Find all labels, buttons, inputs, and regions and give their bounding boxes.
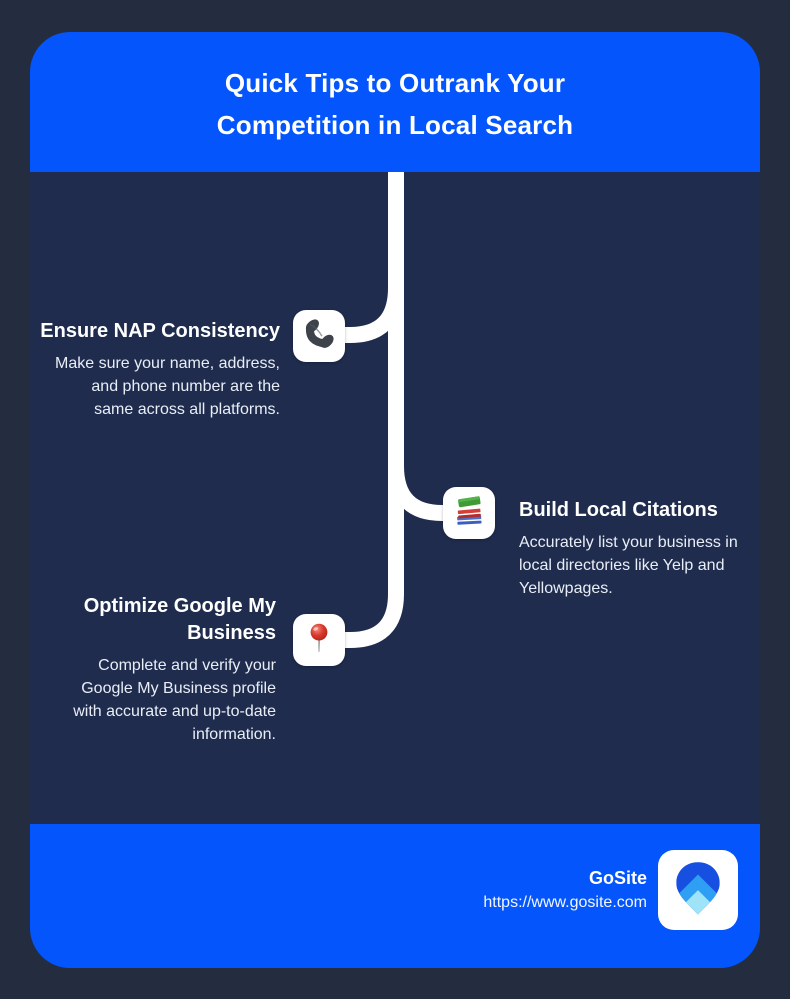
- phone-icon-card: [293, 310, 345, 362]
- round-pushpin-icon: [300, 619, 338, 662]
- gosite-logo-card: [658, 850, 738, 930]
- tip-description: Make sure your name, address, and phone …: [40, 352, 280, 421]
- tip-desc-line: Complete and verify your: [98, 657, 276, 674]
- page-title-line-2: Competition in Local Search: [216, 110, 574, 140]
- flow-trunk-line: [330, 172, 404, 648]
- tip-desc-line: Make sure your name, address,: [55, 355, 280, 372]
- tip-desc-line: same across all platforms.: [94, 401, 280, 418]
- tip-desc-line: Yellowpages.: [519, 580, 613, 597]
- brand-name: GoSite: [588, 868, 647, 888]
- header-banner: Quick Tips to Outrank Your Competition i…: [30, 32, 760, 172]
- tip-description: Accurately list your business in local d…: [519, 531, 738, 600]
- footer-text-block: GoSite https://www.gosite.com: [483, 866, 647, 914]
- gosite-logo-icon: [669, 859, 727, 922]
- tip-desc-line: with accurate and up-to-date: [73, 703, 276, 720]
- page-title-line-1: Quick Tips to Outrank Your: [224, 68, 566, 98]
- infographic-card: Quick Tips to Outrank Your Competition i…: [30, 32, 760, 968]
- tip-description: Complete and verify your Google My Busin…: [73, 654, 276, 746]
- books-stack-icon: [450, 492, 488, 535]
- tip-title: Ensure NAP Consistency: [40, 320, 280, 342]
- footer-banner: GoSite https://www.gosite.com: [30, 824, 760, 968]
- tip-desc-line: Google My Business profile: [81, 680, 276, 697]
- tip-google-my-business: Optimize Google My Business Complete and…: [73, 593, 276, 746]
- brand-url-link[interactable]: https://www.gosite.com: [483, 894, 647, 911]
- tip-title: Build Local Citations: [519, 499, 718, 521]
- pushpin-icon-card: [293, 614, 345, 666]
- tip-desc-line: local directories like Yelp and: [519, 557, 725, 574]
- phone-receiver-icon: [300, 315, 338, 358]
- tip-local-citations: Build Local Citations Accurately list yo…: [519, 497, 738, 600]
- tip-desc-line: information.: [192, 726, 276, 743]
- tip-title-line-2: Business: [187, 622, 276, 644]
- tip-nap-consistency: Ensure NAP Consistency Make sure your na…: [40, 318, 280, 421]
- tip-desc-line: and phone number are the: [91, 378, 280, 395]
- tip-title-line-1: Optimize Google My: [83, 595, 276, 617]
- books-icon-card: [443, 487, 495, 539]
- tip-desc-line: Accurately list your business in: [519, 534, 738, 551]
